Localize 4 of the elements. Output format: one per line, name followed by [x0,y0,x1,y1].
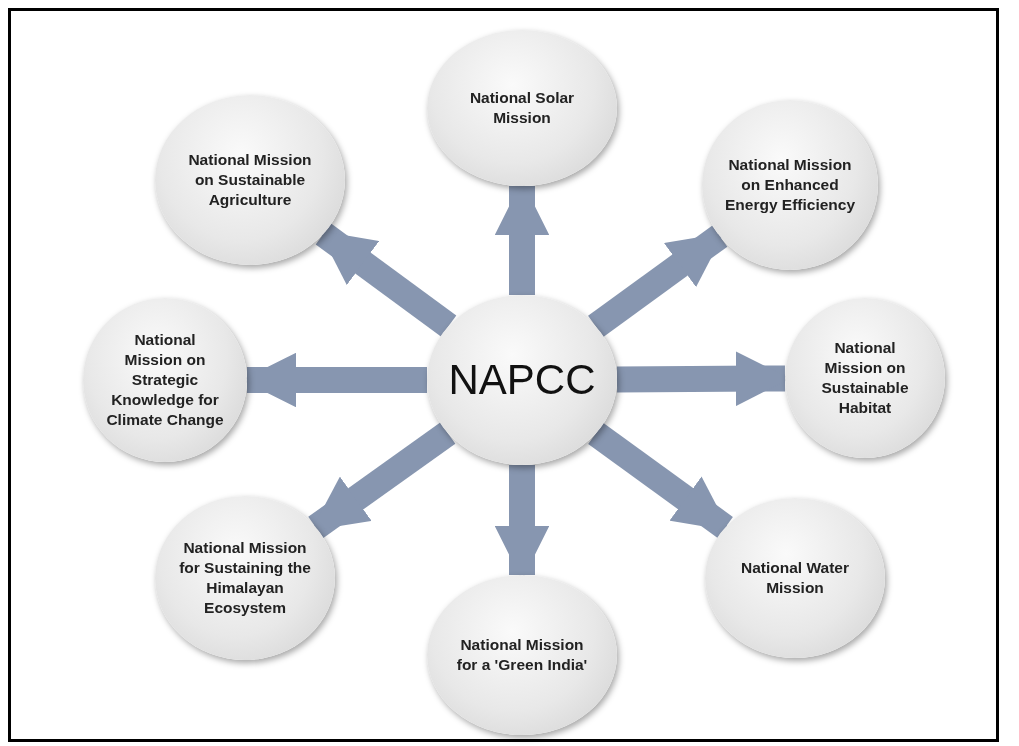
block-arrow [588,423,733,538]
block-arrow [315,223,457,337]
block-arrow [308,422,456,538]
block-arrow [588,225,728,337]
